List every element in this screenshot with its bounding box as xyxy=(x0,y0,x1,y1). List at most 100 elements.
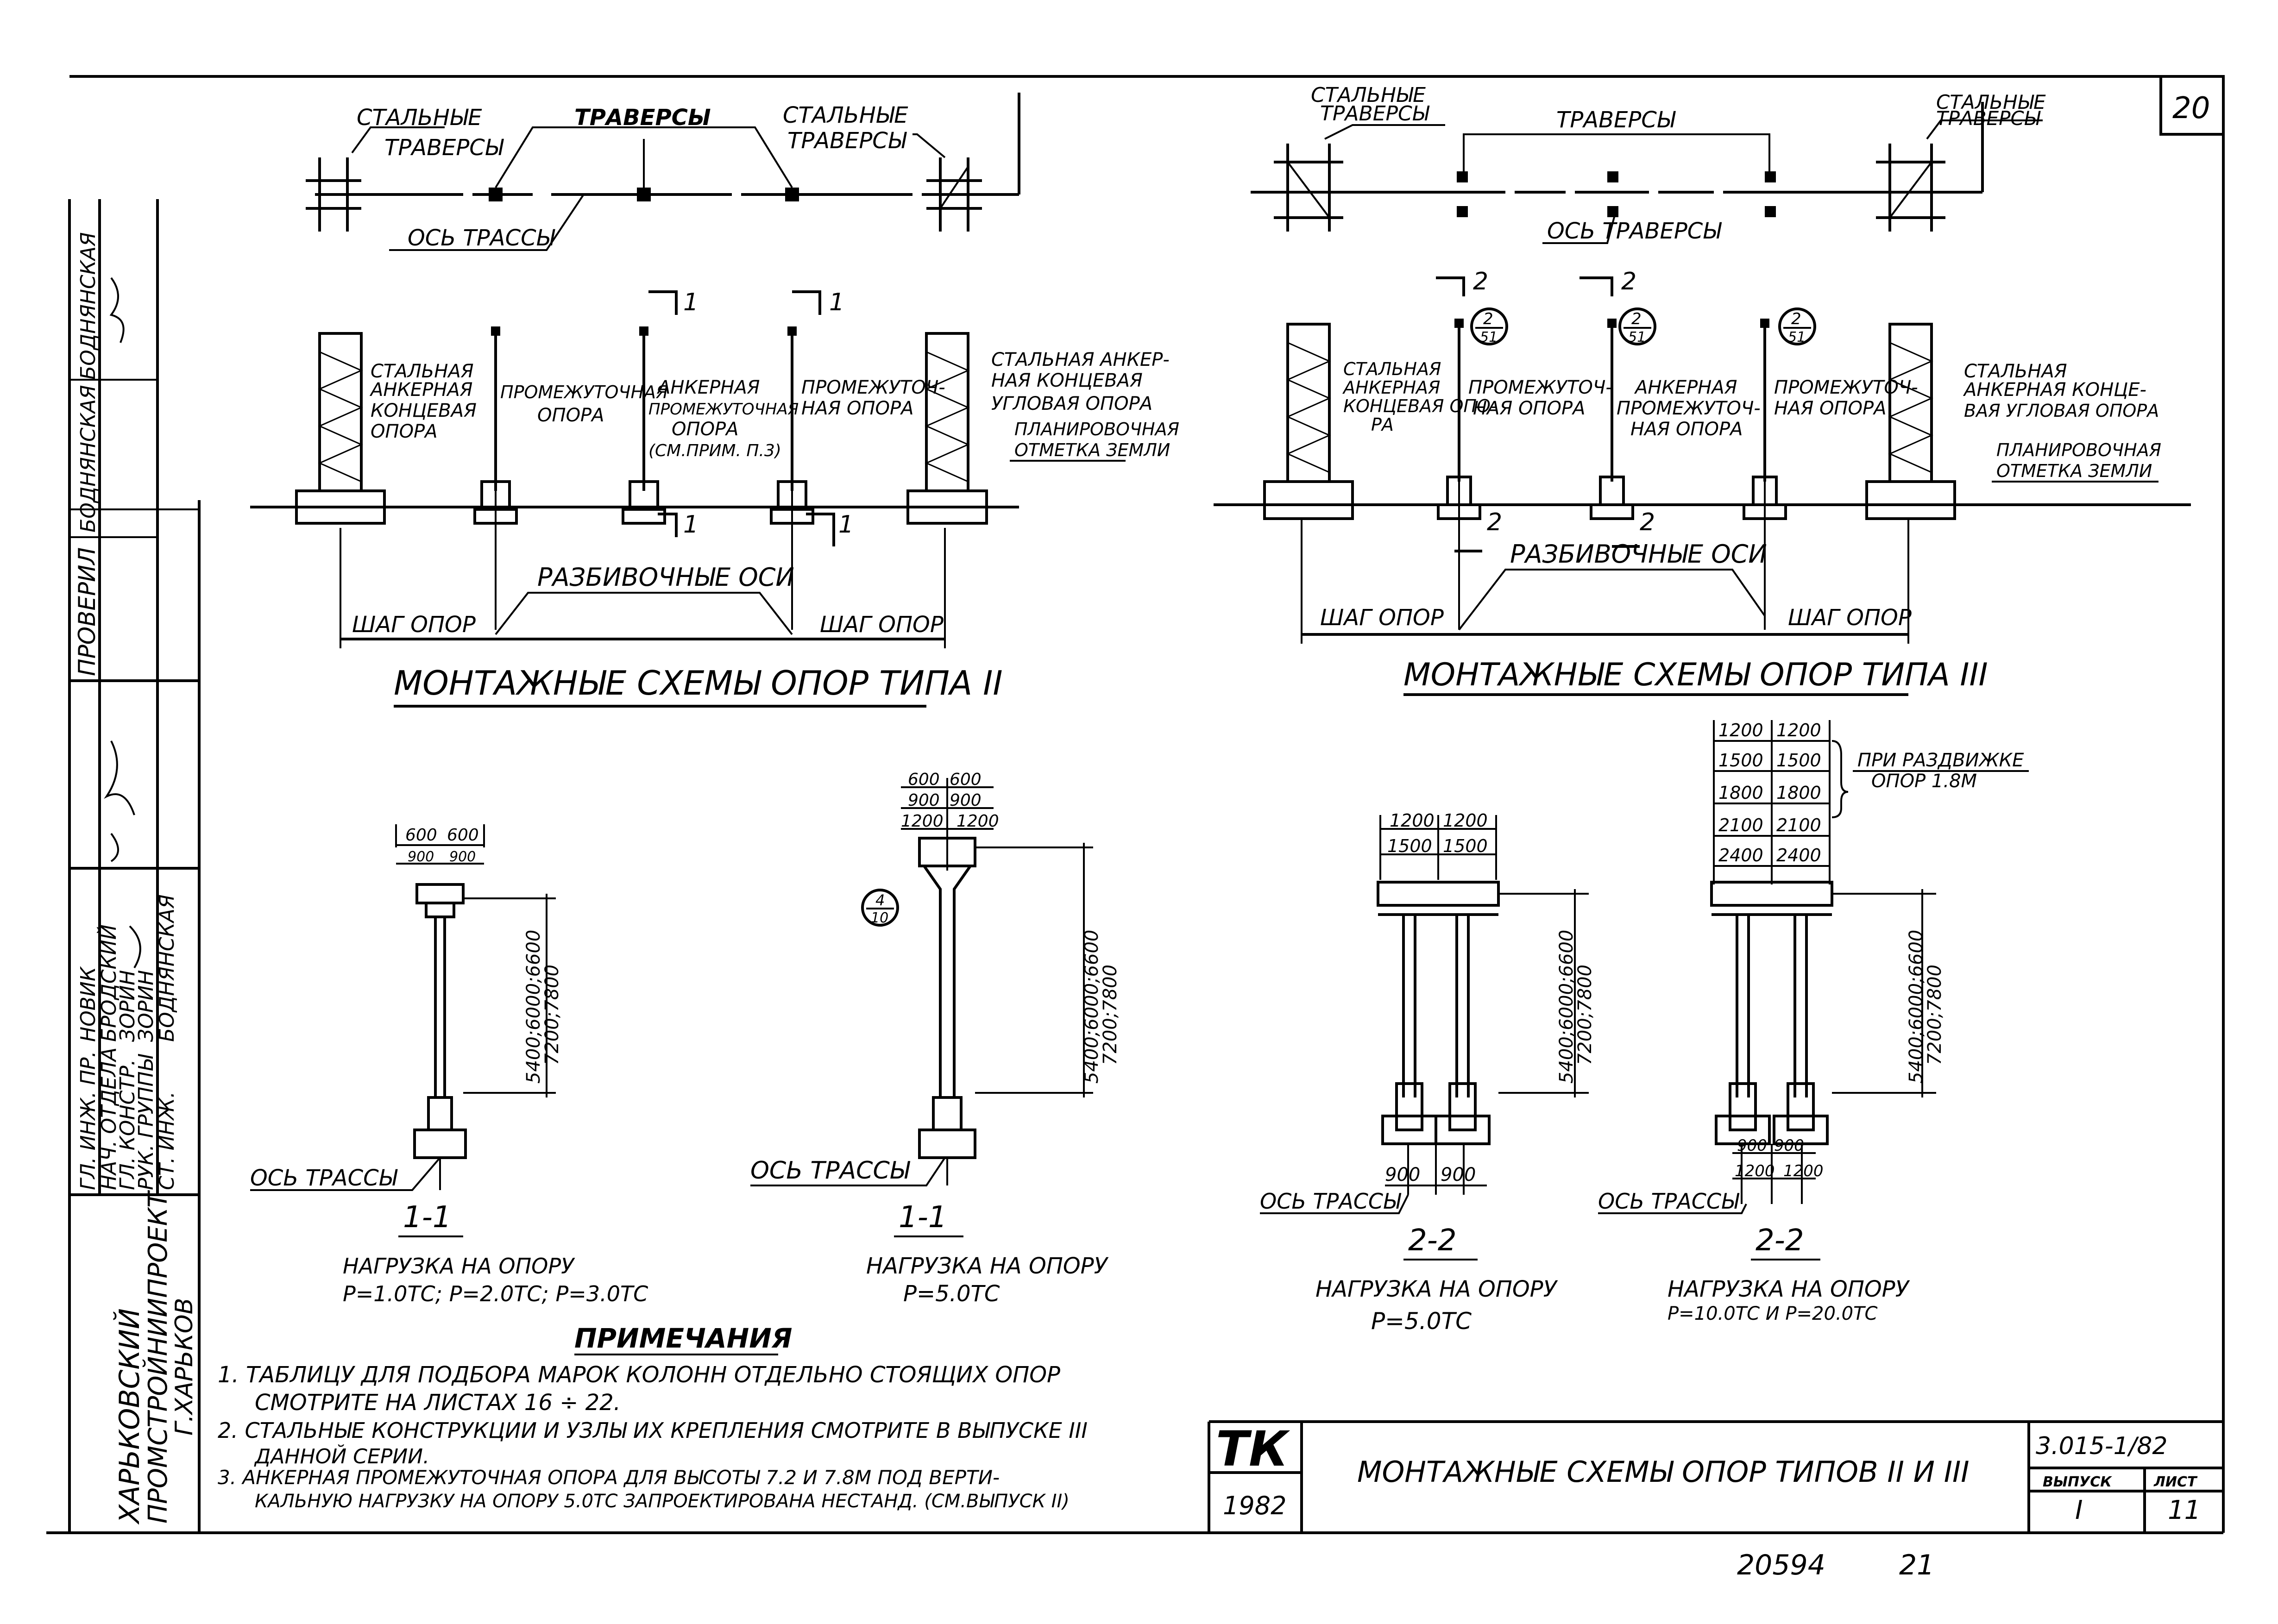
section-4-drawing: 1200 1200 1500 1500 1800 1800 2100 2100 … xyxy=(1598,720,2029,1324)
section-3-mark: 2-2 xyxy=(1408,1223,1457,1258)
section-2-dim-4: 900 xyxy=(950,791,982,810)
right-label-anchor-int-3: НАЯ ОПОРА xyxy=(1630,419,1743,440)
section-3-dim-4: 1500 xyxy=(1443,836,1488,856)
note-line-1: 1. ТАБЛИЦУ ДЛЯ ПОДБОРА МАРОК КОЛОНН ОТДЕ… xyxy=(218,1362,1060,1388)
section-3-load-value: Р=5.0ТС xyxy=(1371,1308,1472,1335)
right-plan-label-traverse-1: ТРАВЕРСЫ xyxy=(1320,102,1430,125)
right-callout-2-bottom: 51 xyxy=(1628,329,1646,345)
section-1-load-label: НАГРУЗКА НА ОПОРУ xyxy=(343,1254,575,1279)
section-4-dim-8: 2100 xyxy=(1776,815,1821,835)
right-label-anchor-end-1: СТАЛЬНАЯ xyxy=(1343,359,1441,379)
note-line-2: СМОТРИТЕ НА ЛИСТАХ 16 ÷ 22. xyxy=(255,1390,621,1416)
title-block-tk: ТК xyxy=(1216,1421,1290,1477)
stamp-org-line-2: ПРОМСТРОЙНИИПРОЕКТ xyxy=(143,1190,173,1524)
stamp-name-1: НОВИК xyxy=(76,966,100,1042)
left-label-intermediate2-1: ПРОМЕЖУТОЧ- xyxy=(801,377,945,398)
stamp-role-2: НАЧ. ОТДЕЛА xyxy=(97,1047,121,1190)
section-4-dim-bottom-2: 900 xyxy=(1774,1136,1804,1155)
right-scheme-title: МОНТАЖНЫЕ СХЕМЫ ОПОР ТИПА III xyxy=(1403,657,1988,693)
left-plan-label-traverse-center: ТРАВЕРСЫ xyxy=(574,105,711,131)
section-2-dim-5: 1200 xyxy=(901,812,944,831)
left-label-anchor-int-2: ПРОМЕЖУТОЧНАЯ xyxy=(648,400,799,419)
right-plan-label-traverse-2: ТРАВЕРСЫ xyxy=(1936,107,2041,130)
right-label-intermediate2-2: НАЯ ОПОРА xyxy=(1774,398,1886,419)
section-4-dim-10: 2400 xyxy=(1776,845,1821,865)
stamp-role-3: ГЛ. КОНСТР. xyxy=(116,1059,139,1190)
title-block-list-label: ЛИСТ xyxy=(2153,1474,2198,1490)
section-4-mark: 2-2 xyxy=(1756,1223,1804,1258)
right-label-steel-corner-1: СТАЛЬНАЯ xyxy=(1964,361,2067,382)
title-block: ТК 1982 МОНТАЖНЫЕ СХЕМЫ ОПОР ТИПОВ II И … xyxy=(1208,1420,2223,1533)
right-label-intermediate-1: ПРОМЕЖУТОЧ- xyxy=(1468,377,1612,398)
right-label-anchor-end-3: КОНЦЕВАЯ ОПО- xyxy=(1343,396,1497,416)
title-block-list: 11 xyxy=(2168,1495,2201,1525)
section-2-mark: 1-1 xyxy=(899,1200,947,1235)
right-section-mark-2: 2 xyxy=(1621,268,1636,295)
left-section-mark-3: 1 xyxy=(683,511,699,539)
note-line-5: 3. АНКЕРНАЯ ПРОМЕЖУТОЧНАЯ ОПОРА ДЛЯ ВЫСО… xyxy=(218,1466,1000,1489)
left-section-mark-4: 1 xyxy=(838,511,854,539)
right-callout-3-bottom: 51 xyxy=(1788,329,1806,345)
right-step-label-1: ШАГ ОПОР xyxy=(1320,605,1444,631)
section-4-dim-1: 1200 xyxy=(1718,720,1763,740)
title-block-year: 1982 xyxy=(1223,1491,1286,1520)
right-label-anchor-int-1: АНКЕРНАЯ xyxy=(1634,377,1737,398)
section-1-axis-label: ОСЬ ТРАССЫ xyxy=(250,1165,398,1191)
left-section-mark-2: 1 xyxy=(829,288,844,316)
section-4-bracket-note-1: ПРИ РАЗДВИЖКЕ xyxy=(1857,750,2024,771)
section-2-height-2: 7200;7800 xyxy=(1100,965,1121,1065)
left-axes-label: РАЗБИВОЧНЫЕ ОСИ xyxy=(537,563,794,592)
section-1-dim-1: 600 xyxy=(405,826,437,845)
section-3-drawing: 1200 1200 1500 1500 900 900 5400;6000;66… xyxy=(1260,810,1596,1335)
right-plan-label-traverse-axis: ОСЬ ТРАВЕРСЫ xyxy=(1547,218,1722,244)
sheet-frame: 20 xyxy=(46,75,2225,1534)
right-step-label-2: ШАГ ОПОР xyxy=(1788,605,1912,631)
right-section-mark-3: 2 xyxy=(1487,508,1502,536)
stamp-org-line-1: ХАРЬКОВСКИЙ xyxy=(113,1308,146,1525)
section-1-dim-3: 900 xyxy=(408,849,434,865)
section-4-dim-bottom-1: 900 xyxy=(1737,1136,1767,1155)
stamp-role-5: СТ. ИНЖ. xyxy=(155,1091,179,1190)
section-2-callout-top: 4 xyxy=(875,891,885,909)
right-axes-label: РАЗБИВОЧНЫЕ ОСИ xyxy=(1510,539,1767,569)
left-label-anchor-end-1: СТАЛЬНАЯ xyxy=(371,361,473,382)
title-block-code: 3.015-1/82 xyxy=(2036,1432,2167,1460)
left-plan-label-route-axis: ОСЬ ТРАССЫ xyxy=(408,225,556,251)
section-3-height-1: 5400;6000;6600 xyxy=(1556,930,1577,1084)
section-1-height-2: 7200;7800 xyxy=(541,965,563,1065)
right-label-ground-2: ОТМЕТКА ЗЕМЛИ xyxy=(1996,461,2152,481)
title-block-title: МОНТАЖНЫЕ СХЕМЫ ОПОР ТИПОВ II И III xyxy=(1357,1455,1970,1489)
left-label-anchor-int-3: ОПОРА xyxy=(672,419,739,440)
right-callout-2-top: 2 xyxy=(1631,310,1642,328)
section-4-dim-6: 1800 xyxy=(1776,783,1821,803)
left-step-label-1: ШАГ ОПОР xyxy=(352,612,476,638)
signature-mark xyxy=(104,740,141,969)
section-1-load-value: Р=1.0ТС; Р=2.0ТС; Р=3.0ТС xyxy=(343,1281,648,1306)
left-plan-view: СТАЛЬНЫЕ ТРАВЕРСЫ ТРАВЕРСЫ СТАЛЬНЫЕ ТРАВ… xyxy=(306,93,1020,251)
left-section-mark-1: 1 xyxy=(683,288,699,316)
right-label-anchor-end-2: АНКЕРНАЯ xyxy=(1342,377,1440,398)
stamp-name-4: ЗОРИН xyxy=(134,970,158,1042)
section-1-dim-2: 600 xyxy=(447,826,479,845)
section-4-dim-4: 1500 xyxy=(1776,750,1821,771)
bottom-number-2: 21 xyxy=(1899,1549,1934,1581)
left-label-steel-corner-1: СТАЛЬНАЯ АНКЕР- xyxy=(991,349,1170,370)
section-4-dim-bottom-4: 1200 xyxy=(1783,1162,1824,1180)
right-label-steel-corner-3: ВАЯ УГЛОВАЯ ОПОРА xyxy=(1964,401,2159,421)
left-plan-label-traverse-2: ТРАВЕРСЫ xyxy=(787,128,907,154)
section-2-load-label: НАГРУЗКА НА ОПОРУ xyxy=(866,1253,1109,1279)
section-2-dim-1: 600 xyxy=(908,770,940,789)
stamp-role-4: РУК. ГРУППЫ xyxy=(134,1053,158,1190)
stamp-upper-name-2: БОДНЯНСКАЯ xyxy=(76,232,100,380)
section-4-axis-label: ОСЬ ТРАССЫ xyxy=(1598,1189,1740,1214)
stamp-role-1: ГЛ. ИНЖ. ПР. xyxy=(76,1051,100,1190)
right-label-anchor-end-4: РА xyxy=(1371,414,1394,435)
section-3-dim-3: 1500 xyxy=(1387,836,1432,856)
bottom-number-1: 20594 xyxy=(1737,1549,1825,1581)
section-2-load-value: Р=5.0ТС xyxy=(903,1281,1000,1307)
right-elevation-view: 2 51 2 51 2 51 2 2 2 2 СТАЛЬНАЯ АНКЕРНАЯ… xyxy=(1214,268,2191,696)
left-label-anchor-end-2: АНКЕРНАЯ xyxy=(369,379,472,401)
notes-title: ПРИМЕЧАНИЯ xyxy=(574,1323,792,1354)
left-label-ground-2: ОТМЕТКА ЗЕМЛИ xyxy=(1014,440,1170,460)
